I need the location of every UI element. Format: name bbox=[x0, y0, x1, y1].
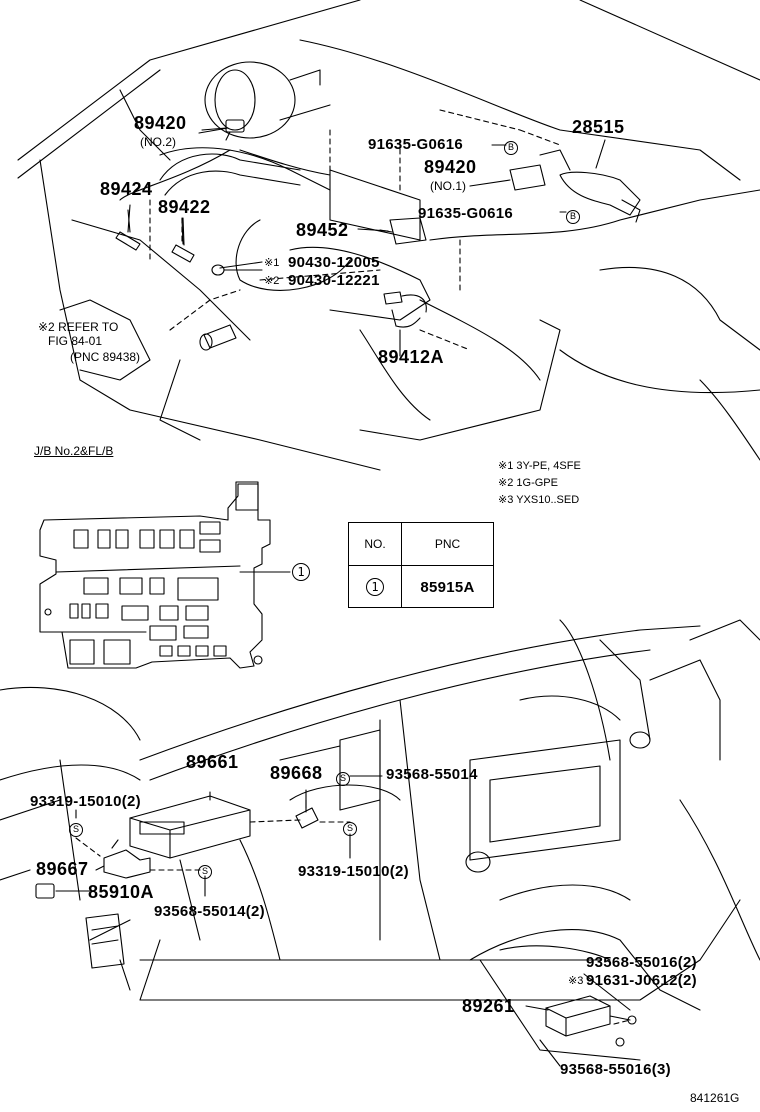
part-label-28515: 28515 bbox=[572, 117, 625, 137]
part-label-89661: 89661 bbox=[186, 752, 239, 772]
part-label-90430-12221: 90430-12221 bbox=[288, 272, 380, 289]
part-label-91635-b: 91635-G0616 bbox=[418, 205, 514, 222]
part-label-89668: 89668 bbox=[270, 763, 323, 783]
connector-85910A bbox=[35, 883, 125, 969]
part-label-89412A: 89412A bbox=[378, 347, 445, 367]
part-label-91631-J0612: 91631-J0612(2) bbox=[586, 972, 697, 989]
jb-title: J/B No.2&FL/B bbox=[34, 444, 114, 458]
sensor-89438 bbox=[199, 324, 237, 351]
note-mark-1: ※1 bbox=[264, 257, 280, 269]
sensor-89420-no2 bbox=[201, 119, 245, 141]
part-label-93319-15010-a: 93319-15010(2) bbox=[30, 793, 141, 810]
part-label-93568-55014-2: 93568-55014(2) bbox=[154, 903, 265, 920]
pnc-table-cell-pnc: 85915A bbox=[420, 578, 475, 596]
legend-note-3: ※3 YXS10..SED bbox=[498, 494, 580, 506]
sensor-89420-no1 bbox=[469, 149, 571, 191]
screw-mark-s-a: S bbox=[336, 768, 350, 786]
pnc-table-header-pnc: PNC bbox=[434, 537, 461, 551]
module-89261 bbox=[545, 995, 631, 1037]
refer-note-line3: (PNC 89438) bbox=[70, 350, 141, 364]
junction-block-drawing bbox=[39, 481, 291, 669]
part-label-89667: 89667 bbox=[36, 859, 89, 879]
part-label-90430-12005: 90430-12005 bbox=[288, 254, 380, 271]
pnc-table: NO. PNC 1 85915A bbox=[348, 522, 494, 608]
part-28515 bbox=[559, 139, 641, 223]
note-mark-2: ※2 bbox=[264, 275, 280, 287]
sensor-89668 bbox=[295, 799, 319, 829]
screw-mark-s-b: S bbox=[69, 819, 83, 837]
leaders-top bbox=[127, 127, 567, 357]
refer-note-line2: FIG 84-01 bbox=[48, 334, 103, 348]
pnc-table-row: 1 85915A bbox=[349, 565, 493, 608]
pnc-table-header-no: NO. bbox=[349, 523, 402, 565]
legend-note-2: ※2 1G-GPE bbox=[498, 477, 558, 489]
legend-note-1: ※1 3Y-PE, 4SFE bbox=[498, 460, 581, 472]
module-89661 bbox=[129, 795, 251, 859]
part-label-93568-55016-2: 93568-55016(2) bbox=[586, 954, 697, 971]
pnc-table-header: NO. PNC bbox=[349, 523, 493, 565]
part-label-89452: 89452 bbox=[296, 220, 349, 240]
part-label-89424: 89424 bbox=[100, 179, 153, 199]
bolt-mark-b-a: B bbox=[504, 137, 518, 155]
refer-note-line1: ※2 REFER TO bbox=[38, 320, 119, 334]
figure-code: 841261G bbox=[690, 1091, 740, 1105]
part-label-89422: 89422 bbox=[158, 197, 211, 217]
part-label-89420-no1: 89420 bbox=[424, 157, 477, 177]
instrument-panel-outline bbox=[0, 619, 760, 1061]
screw-mark-s-d: S bbox=[198, 861, 212, 879]
bolt-mark-b-b: B bbox=[566, 206, 580, 224]
part-note-no1: (NO.1) bbox=[430, 179, 466, 193]
leaders-bottom bbox=[55, 775, 631, 1067]
part-label-93568-55014: 93568-55014 bbox=[386, 766, 478, 783]
part-label-91635-a: 91635-G0616 bbox=[368, 136, 464, 153]
engine-bay-outline bbox=[17, 0, 760, 471]
bracket-89667 bbox=[103, 839, 151, 879]
callout-1: 1 bbox=[292, 563, 310, 581]
part-label-93568-55016-3: 93568-55016(3) bbox=[560, 1061, 671, 1078]
part-note-no2: (NO.2) bbox=[140, 135, 176, 149]
brake-booster bbox=[204, 61, 331, 139]
screw-mark-s-c: S bbox=[343, 818, 357, 836]
part-label-89420-no2: 89420 bbox=[134, 113, 187, 133]
part-label-93319-15010-b: 93319-15010(2) bbox=[298, 863, 409, 880]
sensor-89422 bbox=[171, 217, 195, 263]
note-mark-3: ※3 bbox=[568, 975, 584, 987]
pnc-table-cell-no: 1 bbox=[349, 566, 402, 608]
part-label-85910A: 85910A bbox=[88, 882, 155, 902]
part-label-89261: 89261 bbox=[462, 996, 515, 1016]
sensor-89412A bbox=[383, 291, 427, 328]
